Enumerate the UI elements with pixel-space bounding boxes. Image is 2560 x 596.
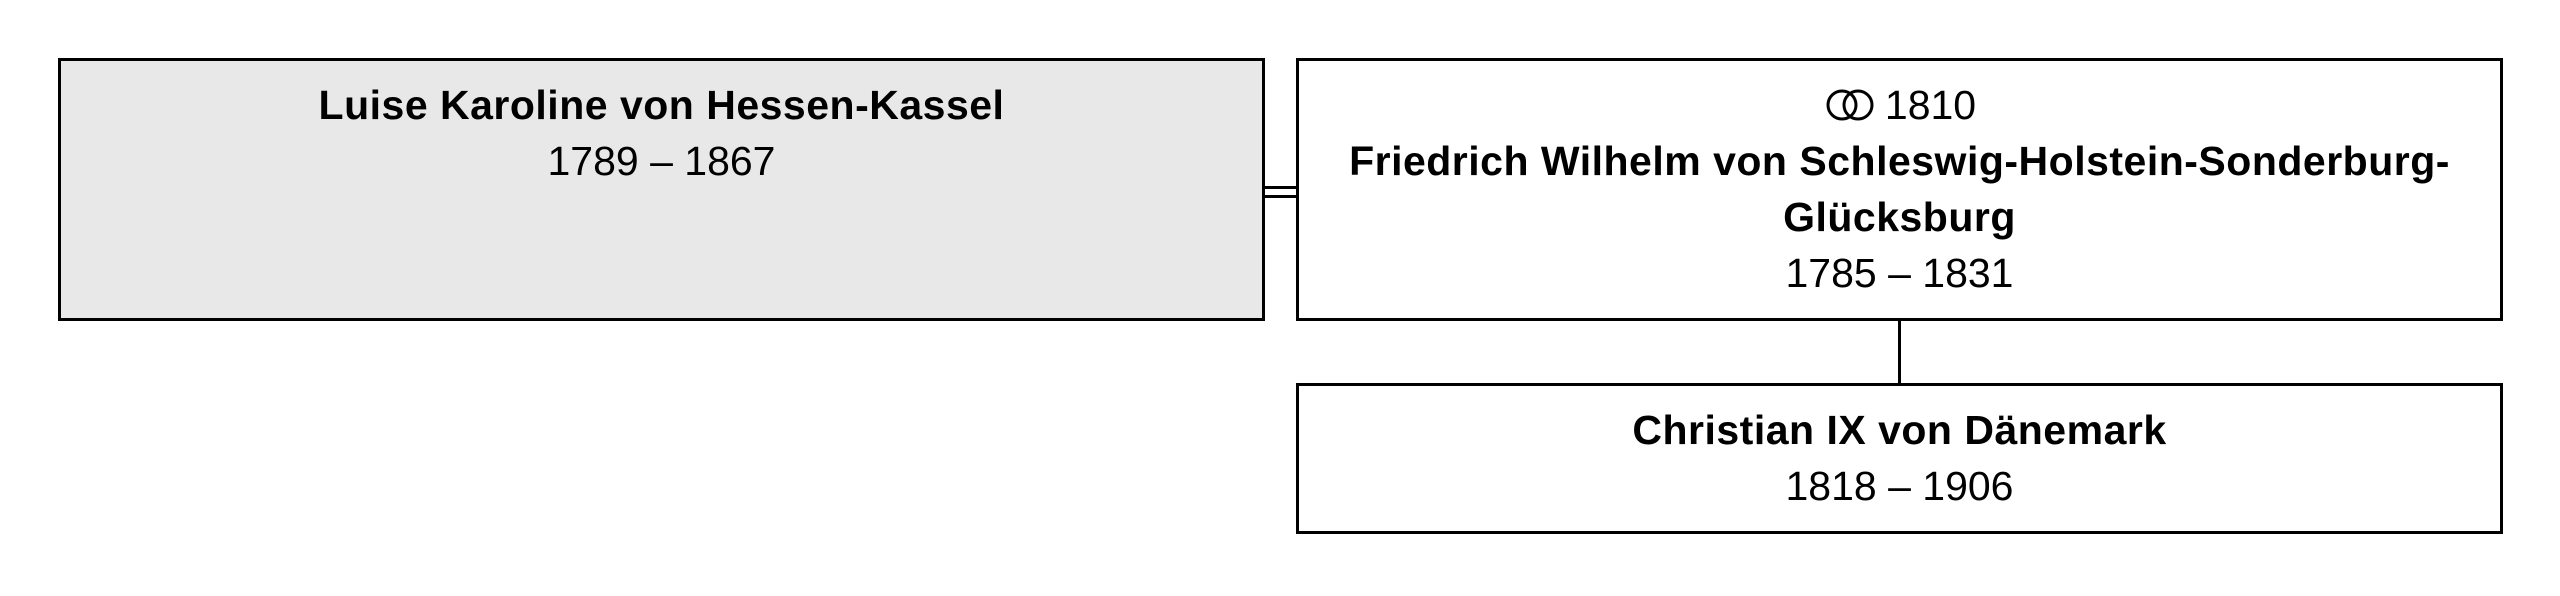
- marriage-connector-line: [1265, 186, 1296, 189]
- person-name: Christian IX von Dänemark: [1632, 407, 2167, 453]
- marriage-connector-line: [1265, 195, 1296, 198]
- person-box-friedrich-wilhelm[interactable]: 1810 Friedrich Wilhelm von Schleswig-Hol…: [1296, 58, 2503, 321]
- marriage-year: 1810: [1884, 82, 1977, 128]
- person-lifespan: 1818 – 1906: [1785, 463, 2014, 509]
- person-name: Luise Karoline von Hessen-Kassel: [318, 82, 1005, 128]
- marriage-info: 1810: [1299, 77, 2500, 133]
- person-box-christian-ix[interactable]: Christian IX von Dänemark 1818 – 1906: [1296, 383, 2503, 534]
- wedding-rings-icon: [1826, 89, 1874, 121]
- person-lifespan: 1789 – 1867: [547, 138, 776, 184]
- person-box-luise-karoline[interactable]: Luise Karoline von Hessen-Kassel 1789 – …: [58, 58, 1265, 321]
- parent-child-connector-line: [1898, 321, 1901, 383]
- person-lifespan: 1785 – 1831: [1785, 250, 2014, 296]
- person-name: Friedrich Wilhelm von Schleswig-Holstein…: [1349, 138, 2450, 240]
